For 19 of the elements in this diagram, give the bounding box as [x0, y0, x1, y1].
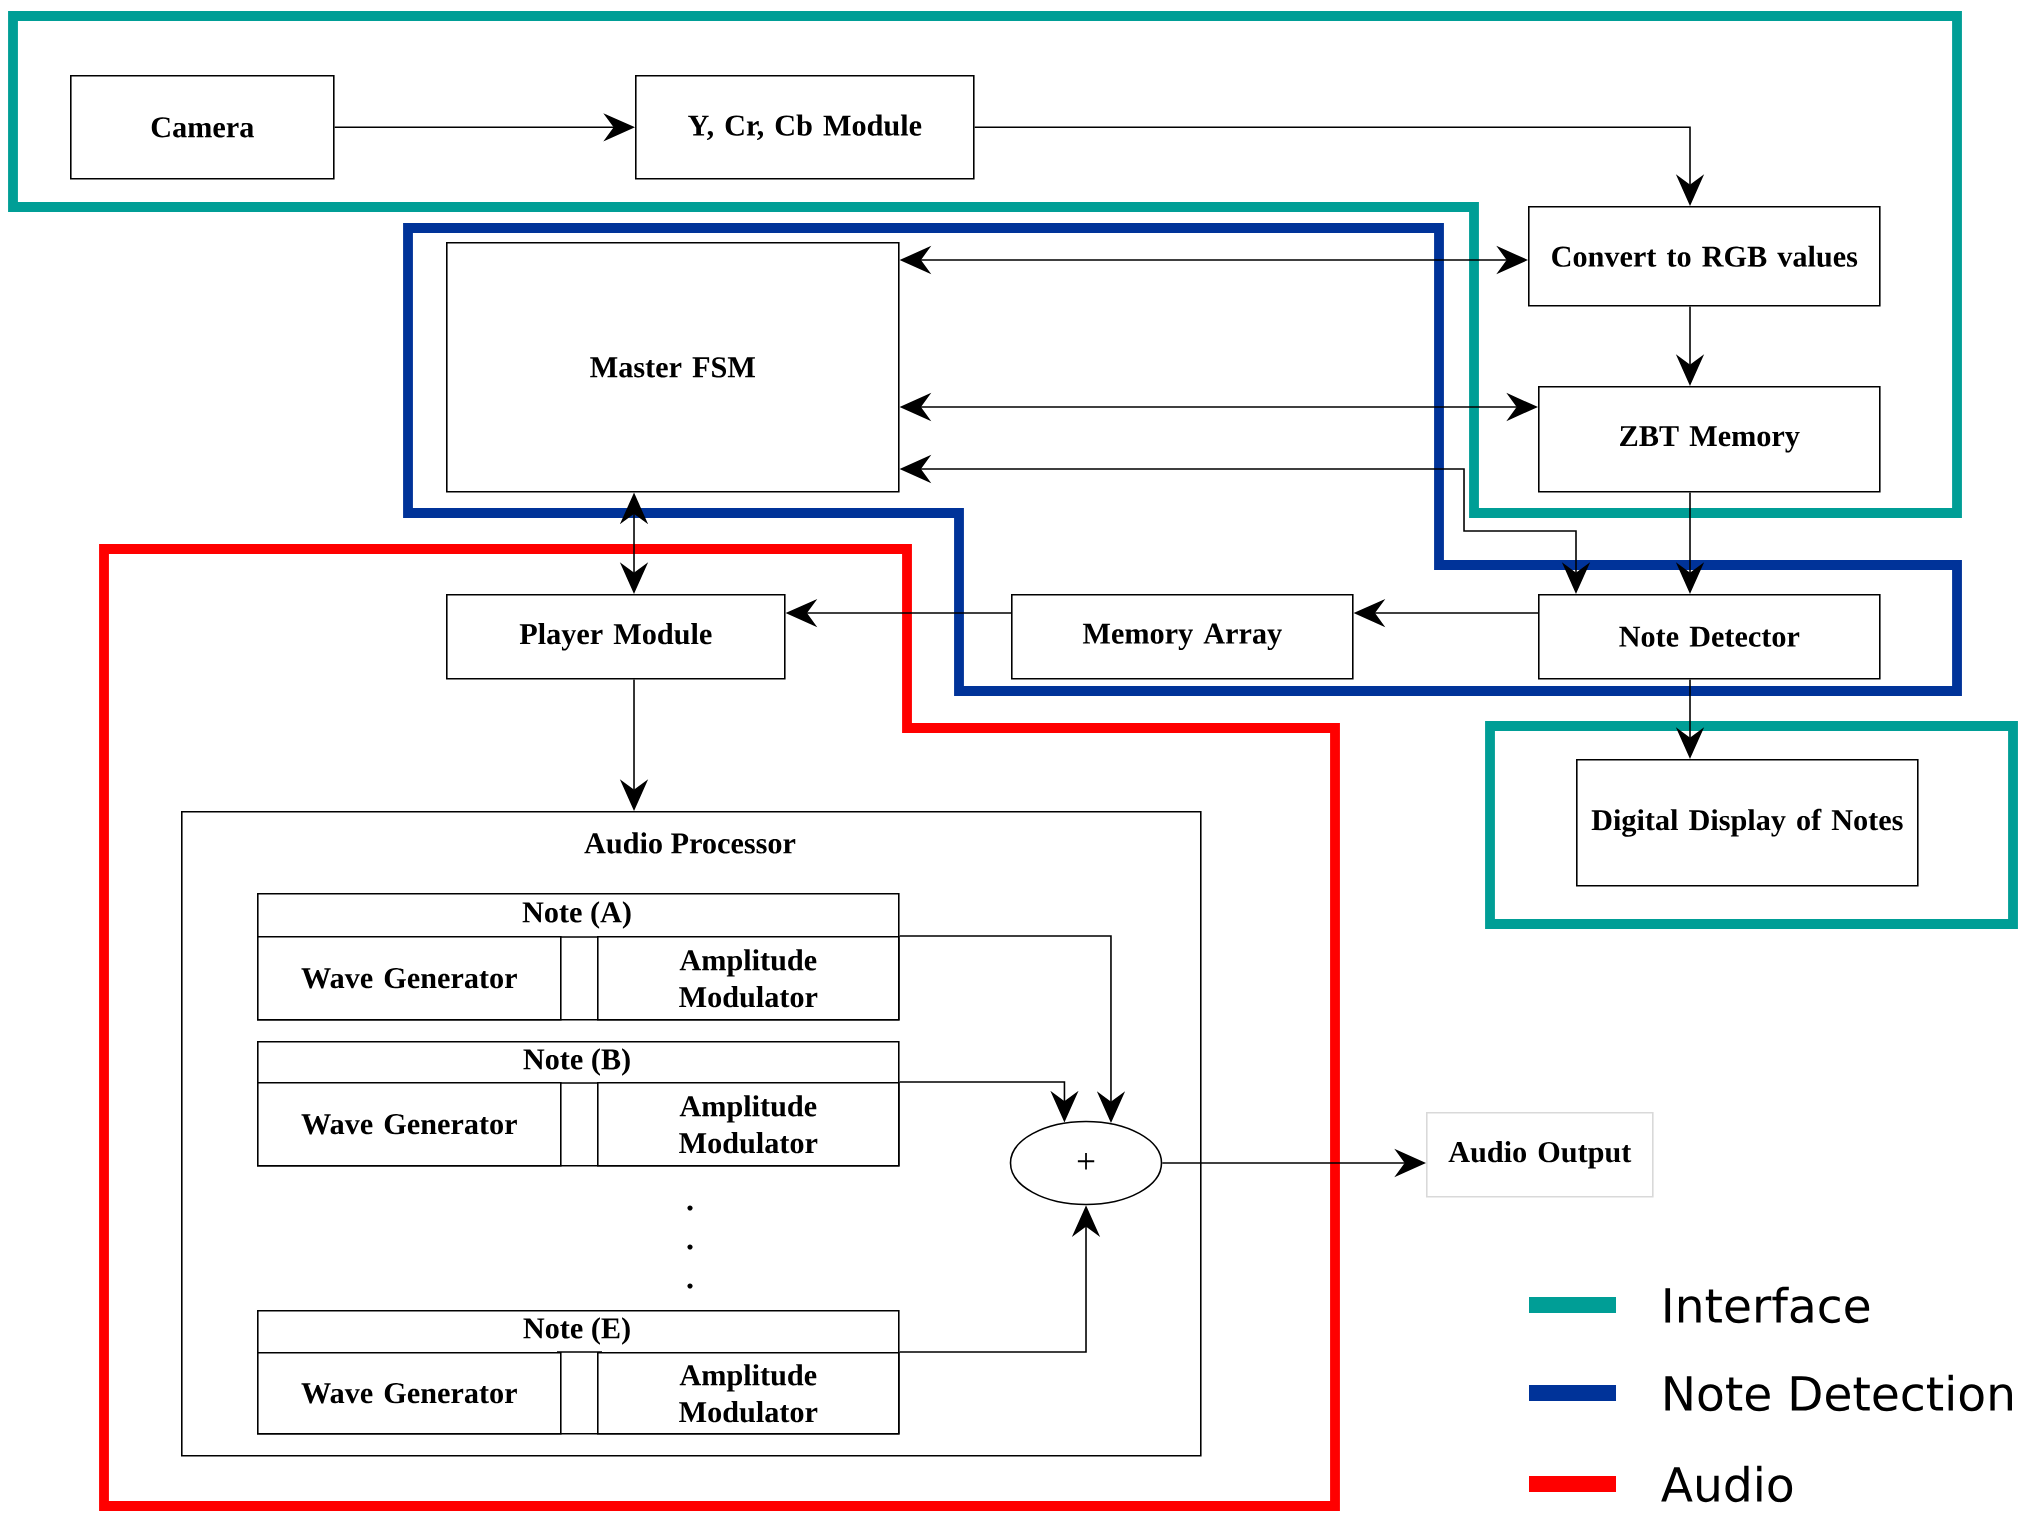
- output-box: Audio Output: [1426, 1112, 1654, 1198]
- process-box: Player Module: [446, 594, 786, 680]
- process-box: Y, Cr, Cb Module: [635, 75, 975, 180]
- process-box: Memory Array: [1011, 594, 1354, 680]
- process-box: Camera: [70, 75, 335, 180]
- process-box: Convert to RGB values: [1528, 206, 1881, 307]
- process-box: Digital Display of Notes: [1576, 759, 1919, 887]
- process-box: Wave Generator: [257, 936, 562, 1021]
- process-box: Master FSM: [446, 242, 900, 493]
- process-box: ZBT Memory: [1538, 386, 1881, 493]
- process-box: Wave Generator: [257, 1352, 562, 1435]
- legend-text: Interface: [1665, 1286, 1870, 1324]
- legend-text: Note Detection: [1665, 1374, 2012, 1412]
- legend-text: Audio: [1661, 1465, 1793, 1503]
- process-box: Wave Generator: [257, 1082, 562, 1167]
- process-box: Note Detector: [1538, 594, 1881, 680]
- process-box: Amplitude Modulator: [597, 936, 900, 1021]
- process-box: Amplitude Modulator: [597, 1082, 900, 1167]
- process-box: Amplitude Modulator: [597, 1352, 900, 1435]
